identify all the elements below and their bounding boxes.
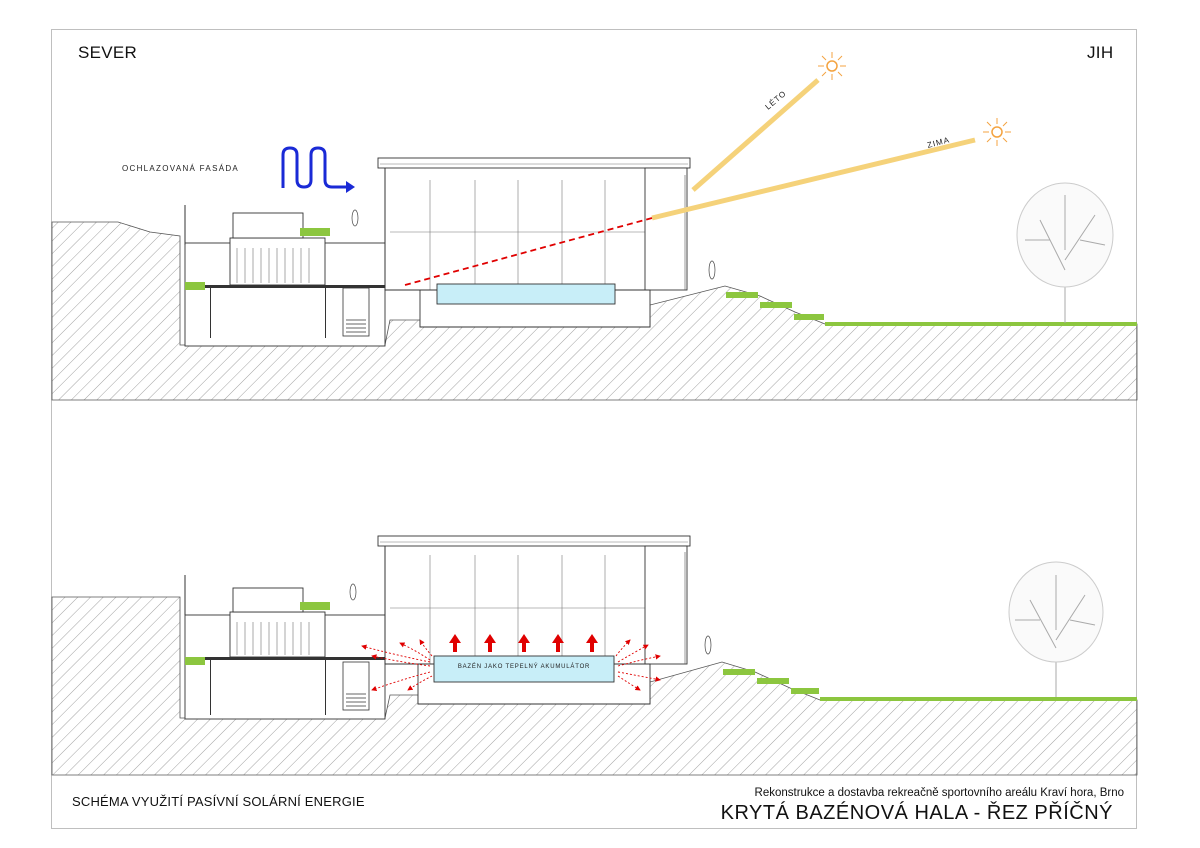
scheme-title: SCHÉMA VYUŽITÍ PASÍVNÍ SOLÁRNÍ ENERGIE bbox=[72, 794, 365, 809]
upper-green-step-3 bbox=[794, 314, 824, 320]
sheet-title: KRYTÁ BAZÉNOVÁ HALA - ŘEZ PŘÍČNÝ bbox=[720, 802, 1113, 824]
summer-sun-ray bbox=[691, 78, 820, 192]
upper-pool-hall bbox=[384, 164, 651, 291]
upper-green-lawn bbox=[825, 322, 1137, 326]
lower-green-roof-1 bbox=[300, 602, 330, 610]
winter-sun-icon bbox=[983, 118, 1011, 146]
project-name: Rekonstrukce a dostavba rekreačně sporto… bbox=[754, 787, 1124, 799]
heat-arrow-2 bbox=[484, 634, 496, 652]
cooled-facade-label: OCHLAZOVANÁ FASÁDA bbox=[122, 164, 239, 173]
lower-green-step-3 bbox=[791, 688, 819, 694]
lower-green-step-2 bbox=[757, 678, 789, 684]
upper-green-roof-2 bbox=[185, 282, 205, 290]
pool-accumulator-label: BAZÉN JAKO TEPELNÝ AKUMULÁTOR bbox=[458, 663, 590, 670]
heat-rising-arrows bbox=[449, 634, 598, 652]
lower-tree bbox=[1008, 561, 1104, 697]
north-label: SEVER bbox=[78, 43, 138, 62]
heat-arrow-4 bbox=[552, 634, 564, 652]
summer-sun-icon bbox=[818, 52, 846, 80]
lower-green-lawn bbox=[820, 697, 1137, 701]
lower-green-roof-2 bbox=[185, 657, 205, 665]
lower-pool-water bbox=[433, 655, 615, 683]
upper-tree bbox=[1016, 182, 1114, 323]
south-label: JIH bbox=[1087, 43, 1114, 62]
upper-green-roof-1 bbox=[300, 228, 330, 236]
lower-green-step-1 bbox=[723, 669, 755, 675]
winter-ray-in-hall bbox=[404, 217, 653, 286]
lower-pool-hall bbox=[384, 542, 651, 665]
heat-arrow-3 bbox=[518, 634, 530, 652]
upper-section: LÉTO ZIMA OCHLAZOVANÁ FASÁDA bbox=[51, 52, 1138, 401]
cooled-facade-arrow bbox=[281, 146, 348, 189]
heat-arrow-1 bbox=[449, 634, 461, 652]
heat-radiation-arrows bbox=[361, 639, 661, 692]
lower-section: BAZÉN JAKO TEPELNÝ AKUMULÁTOR bbox=[51, 535, 1138, 776]
winter-sun-ray bbox=[651, 137, 976, 221]
upper-pool-water bbox=[436, 283, 616, 305]
heat-arrow-5 bbox=[586, 634, 598, 652]
upper-green-step-2 bbox=[760, 302, 792, 308]
upper-green-step-1 bbox=[726, 292, 758, 298]
